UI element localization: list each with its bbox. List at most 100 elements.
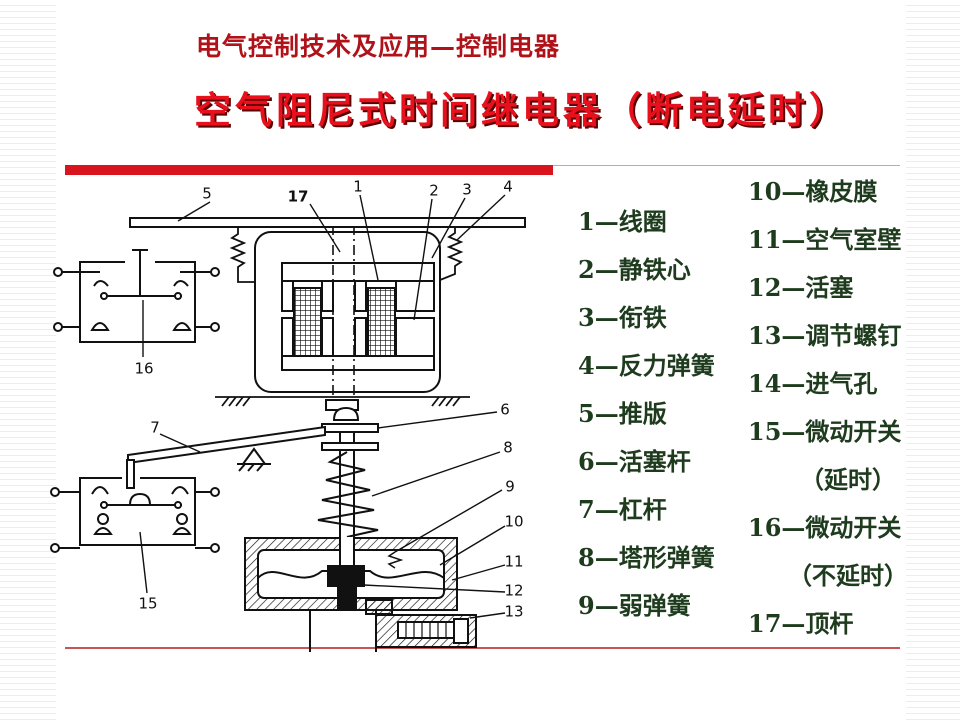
electromagnet <box>254 231 441 393</box>
switch15-contact-point <box>174 501 182 509</box>
part-label-piston: 12 <box>504 582 523 600</box>
base-hatch <box>235 396 244 407</box>
static-core-bottom-bar <box>281 355 435 371</box>
switch15-terminal <box>210 543 220 553</box>
legend-column-2: 10—橡皮膜 11—空气室壁 12—活塞 13—调节螺钉 14—进气孔 15—微… <box>748 168 908 648</box>
switch16-fixed-contact-top-left <box>93 280 109 287</box>
top-rule <box>553 165 900 166</box>
switch15-terminal <box>50 543 60 553</box>
part-label-microswitch-15: 15 <box>138 595 157 613</box>
switch15-contact-point <box>100 501 108 509</box>
pivot-hatch <box>247 463 255 472</box>
leader-4 <box>456 194 506 241</box>
armature-top-bar <box>281 262 435 282</box>
switch15-terminal <box>210 487 220 497</box>
leader-8 <box>371 451 501 497</box>
legend-column-1: 1—线圈 2—静铁心 3—衔铁 4—反力弹簧 5—推版 6—活塞杆 7—杠杆 8… <box>578 198 715 630</box>
leader-1 <box>359 194 379 281</box>
leader-6 <box>377 411 498 429</box>
lever <box>126 425 326 489</box>
legend-item-note: （不延时） <box>788 561 908 590</box>
armature-leg-right <box>395 280 435 312</box>
switch16-terminal <box>210 322 220 332</box>
switch16-contact-point <box>174 292 182 300</box>
legend-item: 17—顶杆 <box>748 609 854 638</box>
part-label-tower-spring: 8 <box>503 439 513 457</box>
legend-item: 15—微动开关 <box>748 417 902 446</box>
rod-entry-gap <box>340 537 354 551</box>
pivot-hatch <box>238 463 246 472</box>
static-core-leg-center-left <box>321 317 334 357</box>
legend-item: 4—反力弹簧 <box>578 351 715 380</box>
legend-item: 13—调节螺钉 <box>748 321 902 350</box>
switch15-actuator-dome <box>128 492 152 506</box>
part-label-piston-rod: 6 <box>500 401 510 419</box>
channel-block <box>365 599 393 615</box>
legend-item: 7—杠杆 <box>578 495 667 524</box>
base-hatch <box>452 396 461 407</box>
part-label-push-rod: 17 <box>288 188 309 206</box>
piston-stem <box>337 585 357 609</box>
push-rod <box>332 225 355 400</box>
course-subtitle: 电气控制技术及应用—控制电器 <box>196 32 561 61</box>
switch16-terminal <box>53 267 63 277</box>
legend-item: 2—静铁心 <box>578 255 691 284</box>
reaction-spring <box>439 228 464 281</box>
switch16-frame <box>79 261 196 343</box>
leader-15 <box>139 531 148 594</box>
legend-item-note: （延时） <box>800 465 896 494</box>
slide-title: 空气阻尼式时间继电器（断电延时） <box>194 88 850 132</box>
base-hatch <box>445 396 454 407</box>
switch15-fixed-contact-bottom-left <box>97 513 109 525</box>
static-core-leg-center-right <box>354 317 367 357</box>
leader-3 <box>431 197 466 259</box>
coil-right <box>367 287 396 357</box>
part-label-weak-spring: 9 <box>505 478 515 496</box>
base-hatch <box>431 396 440 407</box>
legend-item: 16—微动开关 <box>748 513 902 542</box>
part-label-diaphragm: 10 <box>504 513 523 531</box>
switch15-frame <box>79 477 196 546</box>
base-hatch <box>242 396 251 407</box>
background-stripes-left <box>0 0 56 720</box>
switch16-terminal <box>53 322 63 332</box>
legend-item: 12—活塞 <box>748 273 854 302</box>
background-stripes-right <box>906 0 960 720</box>
screw-head <box>453 618 469 644</box>
base-hatch <box>228 396 237 407</box>
screw-threads <box>405 622 447 638</box>
part-label-coil: 1 <box>353 178 363 196</box>
switch15-terminal <box>50 487 60 497</box>
rubber-diaphragm <box>257 570 445 579</box>
title-accent-bar <box>65 165 553 175</box>
rod-head-dome <box>332 406 360 421</box>
switch16-fixed-contact-bottom-left <box>90 322 110 331</box>
base-hatch <box>438 396 447 407</box>
leader-9 <box>394 489 503 553</box>
rod-plate-lower <box>321 442 379 451</box>
armature-leg-center-left <box>321 280 334 312</box>
part-labels: 5 17 1 2 3 4 16 6 7 8 9 10 11 12 13 15 <box>134 178 523 621</box>
legend-item: 1—线圈 <box>578 207 667 236</box>
switch16-fixed-contact-top-right <box>173 280 189 287</box>
tower-spring <box>317 451 379 538</box>
switch16-terminal <box>210 267 220 277</box>
legend-item: 11—空气室壁 <box>748 225 902 254</box>
piston <box>327 565 365 587</box>
legend-item: 8—塔形弹簧 <box>578 543 715 572</box>
microswitch-16 <box>53 249 220 343</box>
part-label-reaction-spring: 4 <box>503 178 513 196</box>
rod-plate-upper <box>321 423 379 433</box>
lever-end-post <box>126 459 135 489</box>
leader-12 <box>363 584 506 593</box>
leader-17 <box>309 203 341 253</box>
lever-pivot <box>241 447 267 465</box>
part-label-static-core: 2 <box>429 182 439 200</box>
time-relay-diagram: 5 17 1 2 3 4 16 6 7 8 9 10 11 12 13 15 <box>50 178 526 652</box>
weak-spring <box>387 551 404 569</box>
adjusting-screw <box>375 614 477 648</box>
bottom-rule <box>65 647 900 649</box>
armature-leg-center-right <box>354 280 367 312</box>
legend-item: 14—进气孔 <box>748 369 878 398</box>
legend-item: 3—衔铁 <box>578 303 667 332</box>
